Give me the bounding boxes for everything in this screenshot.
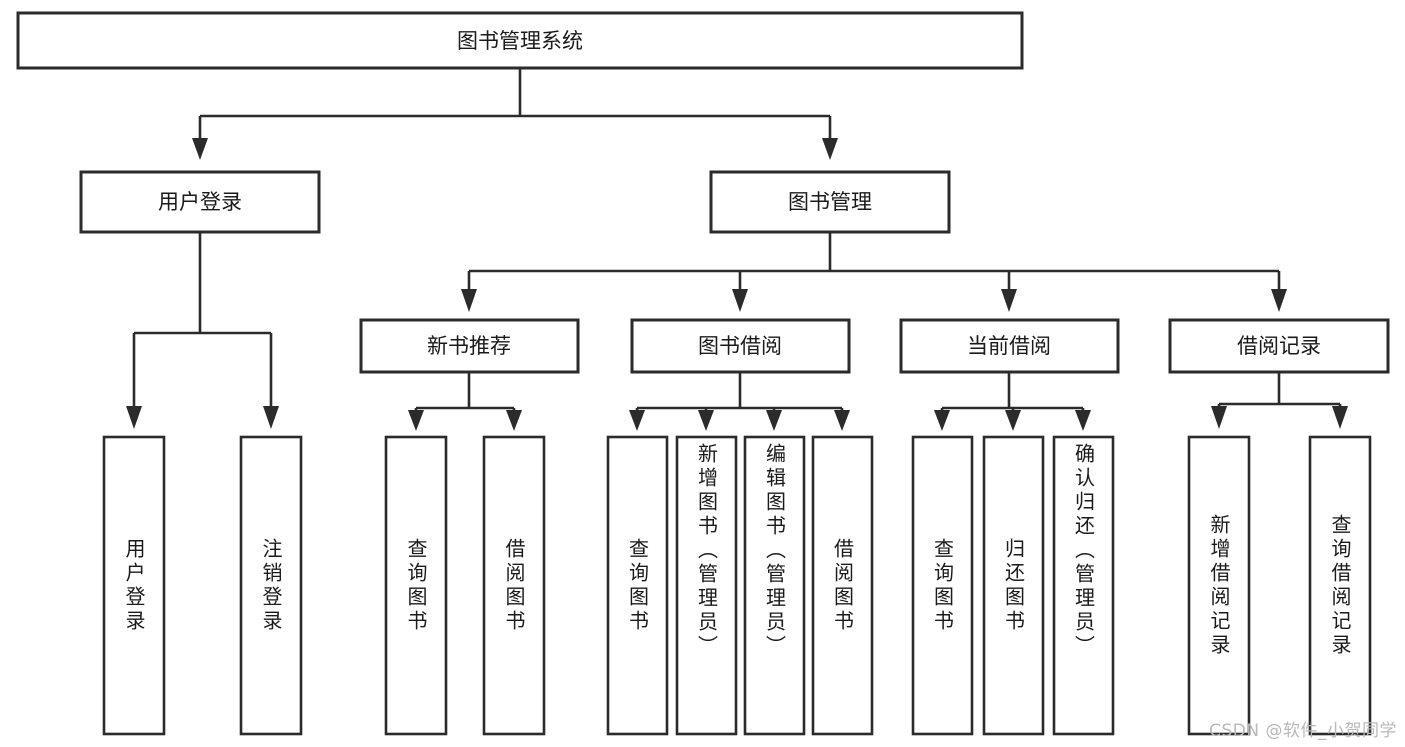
- arrowhead-leaf-borrow-book: [834, 410, 850, 431]
- node-current-borrow-box[interactable]: [899, 318, 1120, 374]
- node-book-borrow[interactable]: 图书借阅: [630, 318, 851, 374]
- leaf-query-book-borrow-box[interactable]: [606, 435, 669, 736]
- leaf-borrow-book-recommend-box[interactable]: [482, 435, 546, 736]
- node-current-borrow[interactable]: 当前借阅: [899, 318, 1120, 374]
- node-current-borrow-label: 当前借阅: [967, 334, 1051, 358]
- arrowhead-leaf-user-login: [126, 406, 142, 429]
- node-new-book-recommend-label: 新书推荐: [427, 334, 511, 358]
- connector-book-borrow-to-leaves: [629, 372, 850, 431]
- leaf-add-borrow-record-box[interactable]: [1187, 435, 1251, 736]
- node-borrow-record[interactable]: 借阅记录: [1168, 318, 1390, 374]
- arrowhead-leaf-query-borrow-record: [1332, 406, 1348, 429]
- node-root[interactable]: 图书管理系统: [16, 11, 1024, 70]
- arrowhead-leaf-edit-book-admin: [766, 410, 782, 431]
- leaf-borrow-book-box[interactable]: [811, 435, 874, 736]
- arrowhead-leaf-query-book-current: [934, 410, 950, 431]
- node-user-login[interactable]: 用户登录: [79, 170, 321, 234]
- connector-user-login-to-leaves: [126, 232, 279, 429]
- leaf-query-book-recommend-box[interactable]: [384, 435, 448, 736]
- leaf-confirm-return-admin-box[interactable]: [1052, 435, 1115, 736]
- node-root-label: 图书管理系统: [457, 29, 583, 53]
- arrowhead-leaf-borrow-book-recommend: [506, 410, 522, 431]
- node-book-borrow-box[interactable]: [630, 318, 851, 374]
- arrowhead-book-management: [822, 138, 838, 160]
- arrowhead-user-login: [192, 138, 208, 160]
- arrowhead-current-borrow: [1001, 289, 1017, 312]
- arrowhead-leaf-logout: [263, 406, 279, 429]
- connector-book-management-to-level3: [461, 232, 1287, 312]
- arrowhead-new-book-recommend: [461, 289, 477, 312]
- arrowhead-leaf-add-borrow-record: [1211, 406, 1227, 429]
- arrowhead-book-borrow: [732, 289, 748, 312]
- node-user-login-box[interactable]: [79, 170, 321, 234]
- connector-root-to-level2: [192, 68, 838, 160]
- node-book-management-box[interactable]: [709, 170, 951, 234]
- connector-new-book-recommend-to-leaves: [408, 372, 522, 431]
- node-new-book-recommend-box[interactable]: [359, 318, 580, 374]
- leaf-query-book-current-box[interactable]: [911, 435, 974, 736]
- connector-current-borrow-to-leaves: [934, 372, 1091, 431]
- arrowhead-leaf-query-book-borrow: [629, 410, 645, 431]
- node-book-borrow-label: 图书借阅: [698, 334, 782, 358]
- node-borrow-record-box[interactable]: [1168, 318, 1390, 374]
- leaf-edit-book-admin-box[interactable]: [743, 435, 806, 736]
- arrowhead-leaf-confirm-return-admin: [1075, 410, 1091, 431]
- arrowhead-borrow-record: [1271, 289, 1287, 312]
- leaf-logout-box[interactable]: [239, 435, 303, 736]
- connector-borrow-record-to-leaves: [1211, 372, 1348, 429]
- arrowhead-leaf-return-book: [1005, 410, 1021, 431]
- node-root-box[interactable]: [16, 11, 1024, 70]
- watermark-text: CSDN @软件_小贺同学: [1209, 721, 1397, 741]
- node-book-management[interactable]: 图书管理: [709, 170, 951, 234]
- node-book-management-label: 图书管理: [788, 190, 872, 214]
- leaf-user-login-box[interactable]: [102, 435, 166, 736]
- node-borrow-record-label: 借阅记录: [1237, 334, 1321, 358]
- leaf-query-borrow-record-box[interactable]: [1308, 435, 1372, 736]
- leaf-return-book-box[interactable]: [982, 435, 1045, 736]
- arrowhead-leaf-add-book-admin: [698, 410, 714, 431]
- arrowhead-leaf-query-book-recommend: [408, 410, 424, 431]
- node-user-login-label: 用户登录: [158, 190, 242, 214]
- leaf-add-book-admin-box[interactable]: [675, 435, 738, 736]
- node-new-book-recommend[interactable]: 新书推荐: [359, 318, 580, 374]
